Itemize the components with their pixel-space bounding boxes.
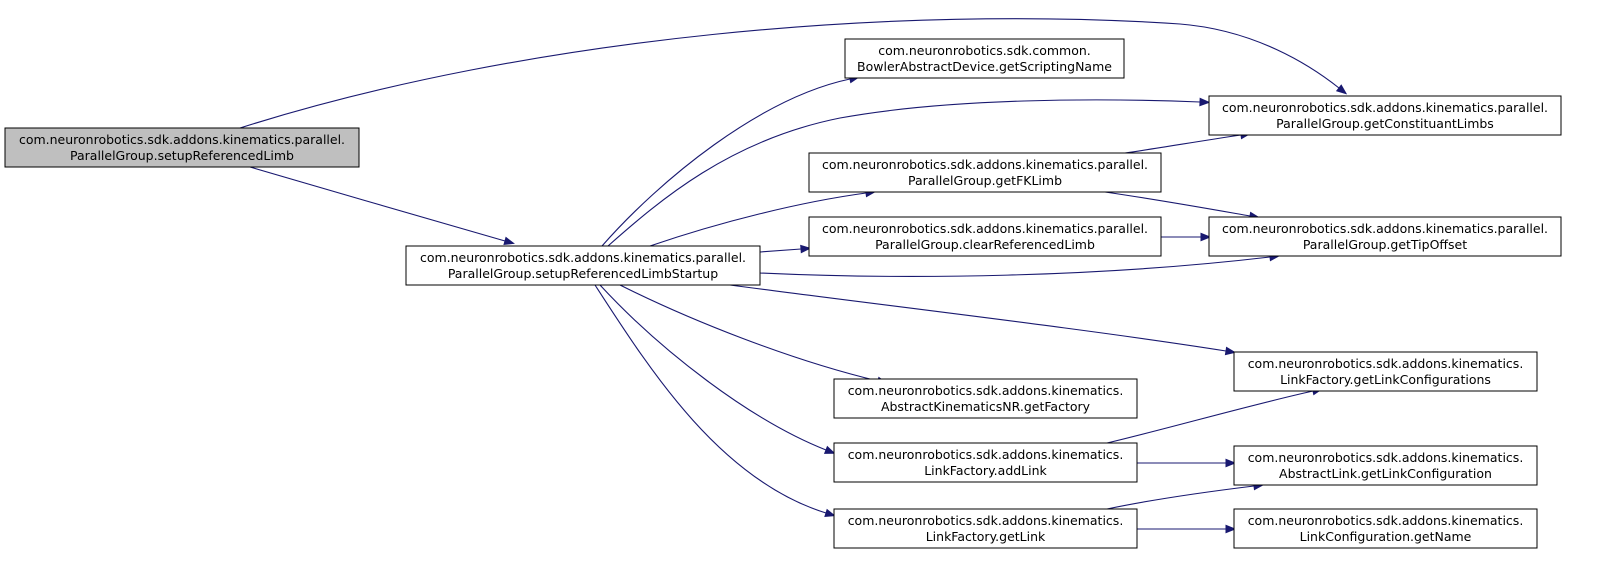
node-label-line2: ParallelGroup.setupReferencedLimbStartup <box>448 266 718 281</box>
arrowhead-icon <box>1225 524 1237 534</box>
node-label-line2: ParallelGroup.clearReferencedLimb <box>875 237 1095 252</box>
node-box[interactable] <box>844 38 1125 79</box>
node-label-line2: ParallelGroup.setupReferencedLimb <box>70 148 294 163</box>
node-getLinkConfiguration[interactable]: com.neuronrobotics.sdk.addons.kinematics… <box>1233 445 1538 486</box>
node-getConstituantLimbs[interactable]: com.neuronrobotics.sdk.addons.kinematics… <box>1208 95 1562 136</box>
node-box[interactable] <box>808 152 1162 193</box>
node-label-line2: ParallelGroup.getFKLimb <box>908 173 1062 188</box>
edge-line <box>601 78 851 247</box>
arrowhead-icon <box>1225 458 1237 468</box>
node-label-line1: com.neuronrobotics.sdk.addons.kinematics… <box>848 447 1124 462</box>
arrowhead-icon <box>1224 346 1237 356</box>
edge-getFKLimb-to-getTipOffset <box>1104 191 1261 221</box>
node-label-line2: LinkConfiguration.getName <box>1300 529 1472 544</box>
node-label-line1: com.neuronrobotics.sdk.addons.kinematics… <box>1248 450 1524 465</box>
node-label-line1: com.neuronrobotics.sdk.addons.kinematics… <box>19 132 345 147</box>
node-getFactory[interactable]: com.neuronrobotics.sdk.addons.kinematics… <box>833 378 1138 419</box>
node-label-line2: LinkFactory.getLink <box>926 529 1046 544</box>
node-label-line1: com.neuronrobotics.sdk.addons.kinematics… <box>1248 513 1524 528</box>
node-box[interactable] <box>833 508 1138 549</box>
node-label-line2: ParallelGroup.getConstituantLimbs <box>1276 116 1494 131</box>
node-label-line1: com.neuronrobotics.sdk.addons.kinematics… <box>1222 100 1548 115</box>
arrowhead-icon <box>824 508 836 517</box>
arrowhead-icon <box>823 445 836 454</box>
edge-setupReferencedLimbStartup-to-clearReferencedLimb <box>759 244 812 254</box>
node-box[interactable] <box>1208 216 1562 257</box>
node-label-line2: LinkFactory.addLink <box>924 463 1047 478</box>
edge-line <box>1124 134 1242 154</box>
node-label-line1: com.neuronrobotics.sdk.addons.kinematics… <box>822 157 1148 172</box>
edge-setupReferencedLimbStartup-to-addLink <box>599 284 836 454</box>
arrowhead-icon <box>503 236 515 246</box>
node-clearReferencedLimb[interactable]: com.neuronrobotics.sdk.addons.kinematics… <box>808 216 1162 257</box>
node-box[interactable] <box>4 127 360 168</box>
edge-getLink-to-getLinkConfiguration <box>1106 481 1265 510</box>
edge-line <box>759 256 1271 277</box>
edge-getLink-to-getName <box>1137 524 1237 534</box>
edge-setupReferencedLimbStartup-to-getLink <box>594 284 836 517</box>
node-getTipOffset[interactable]: com.neuronrobotics.sdk.addons.kinematics… <box>1208 216 1562 257</box>
edge-line <box>759 248 802 253</box>
node-label-line2: BowlerAbstractDevice.getScriptingName <box>857 59 1112 74</box>
edge-line <box>599 284 827 451</box>
edge-addLink-to-getLinkConfigurations <box>1106 386 1324 444</box>
edge-line <box>1106 485 1255 510</box>
arrowhead-icon <box>800 244 812 254</box>
edge-line <box>607 99 1201 247</box>
node-box[interactable] <box>833 378 1138 419</box>
node-label-line1: com.neuronrobotics.sdk.addons.kinematics… <box>822 221 1148 236</box>
node-getLinkConfigurations[interactable]: com.neuronrobotics.sdk.addons.kinematics… <box>1233 351 1538 392</box>
node-setupReferencedLimb[interactable]: com.neuronrobotics.sdk.addons.kinematics… <box>4 127 360 168</box>
node-label-line2: AbstractLink.getLinkConfiguration <box>1279 466 1492 481</box>
edges-layer <box>239 18 1348 534</box>
node-getScriptingName[interactable]: com.neuronrobotics.sdk.common.BowlerAbst… <box>844 38 1125 79</box>
node-box[interactable] <box>405 245 761 286</box>
node-label-line1: com.neuronrobotics.sdk.addons.kinematics… <box>420 250 746 265</box>
node-label-line2: ParallelGroup.getTipOffset <box>1303 237 1467 252</box>
node-box[interactable] <box>1233 508 1538 549</box>
node-setupReferencedLimbStartup[interactable]: com.neuronrobotics.sdk.addons.kinematics… <box>405 245 761 286</box>
edge-line <box>1104 191 1251 217</box>
node-box[interactable] <box>1233 445 1538 486</box>
arrowhead-icon <box>1199 97 1211 107</box>
node-label-line1: com.neuronrobotics.sdk.addons.kinematics… <box>848 383 1124 398</box>
node-label-line1: com.neuronrobotics.sdk.addons.kinematics… <box>848 513 1124 528</box>
edge-line <box>1106 390 1314 444</box>
node-box[interactable] <box>833 442 1138 483</box>
edge-setupReferencedLimbStartup-to-getLinkConfigurations <box>729 284 1237 356</box>
edge-addLink-to-getLinkConfiguration <box>1137 458 1237 468</box>
node-addLink[interactable]: com.neuronrobotics.sdk.addons.kinematics… <box>833 442 1138 483</box>
edge-line <box>594 284 827 514</box>
node-label-line2: LinkFactory.getLinkConfigurations <box>1280 372 1491 387</box>
edge-line <box>249 166 506 242</box>
node-label-line1: com.neuronrobotics.sdk.addons.kinematics… <box>1222 221 1548 236</box>
edge-setupReferencedLimbStartup-to-getConstituantLimbs <box>607 97 1211 247</box>
edge-setupReferencedLimb-to-getConstituantLimbs <box>239 18 1348 129</box>
node-box[interactable] <box>1233 351 1538 392</box>
arrowhead-icon <box>1335 84 1348 95</box>
node-getFKLimb[interactable]: com.neuronrobotics.sdk.addons.kinematics… <box>808 152 1162 193</box>
arrowhead-icon <box>1200 232 1212 242</box>
node-box[interactable] <box>1208 95 1562 136</box>
node-getLink[interactable]: com.neuronrobotics.sdk.addons.kinematics… <box>833 508 1138 549</box>
edge-line <box>619 284 879 382</box>
edge-setupReferencedLimb-to-setupReferencedLimbStartup <box>249 166 515 246</box>
edge-line <box>649 192 867 247</box>
edge-line <box>729 284 1227 352</box>
nodes-layer: com.neuronrobotics.sdk.addons.kinematics… <box>4 38 1562 549</box>
edge-line <box>239 18 1340 129</box>
edge-clearReferencedLimb-to-getTipOffset <box>1161 232 1212 242</box>
node-label-line2: AbstractKinematicsNR.getFactory <box>881 399 1091 414</box>
node-label-line1: com.neuronrobotics.sdk.common. <box>878 43 1091 58</box>
node-label-line1: com.neuronrobotics.sdk.addons.kinematics… <box>1248 356 1524 371</box>
edge-setupReferencedLimbStartup-to-getTipOffset <box>759 252 1281 277</box>
node-getName[interactable]: com.neuronrobotics.sdk.addons.kinematics… <box>1233 508 1538 549</box>
node-box[interactable] <box>808 216 1162 257</box>
